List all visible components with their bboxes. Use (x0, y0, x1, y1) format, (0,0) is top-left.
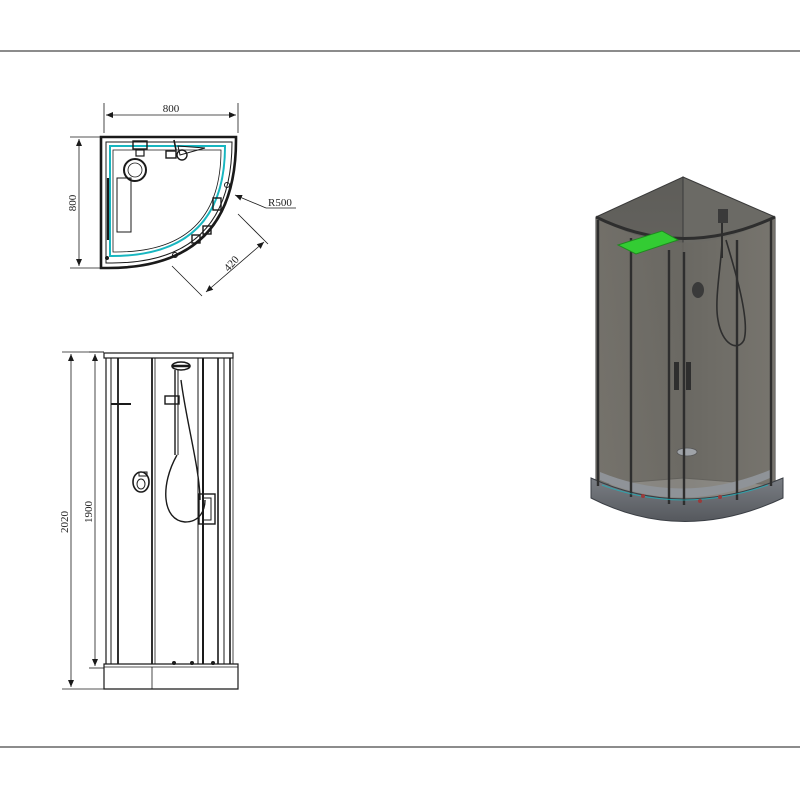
depth-dimension-label: 800 (67, 194, 79, 211)
render-door-handle-icon (674, 362, 679, 390)
shower-rail-icon (164, 361, 206, 523)
diagonal-dimension: 420 (171, 213, 269, 297)
total-height-label: 2020 (59, 511, 71, 534)
radius-dimension: R500 (234, 194, 296, 209)
total-height-dimension: 2020 (59, 351, 104, 690)
door-handle-icon (198, 493, 216, 525)
hand-shower-icon (692, 209, 747, 347)
mixer-knob-icon (132, 471, 150, 493)
plan-view: 800 800 (67, 103, 296, 297)
shower-head-icon (165, 139, 206, 161)
diagonal-dimension-label: 420 (222, 253, 242, 274)
door-height-label: 1900 (83, 501, 95, 524)
shower-render (590, 176, 784, 522)
front-view: 2020 1900 (59, 351, 239, 690)
depth-dimension: 800 (67, 136, 102, 269)
width-dimension: 800 (103, 103, 239, 133)
door-height-dimension: 1900 (83, 351, 104, 669)
width-dimension-label: 800 (163, 103, 180, 115)
ceiling-panel-icon (616, 230, 680, 255)
radius-dimension-label: R500 (268, 197, 292, 209)
drain-icon (123, 158, 147, 182)
sheet-border (0, 50, 800, 748)
glass-edge-accent (109, 145, 227, 257)
